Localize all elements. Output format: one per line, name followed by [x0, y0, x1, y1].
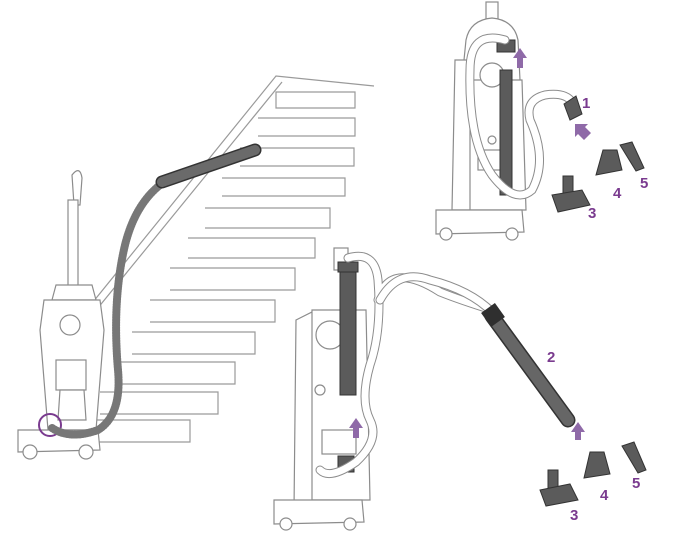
- top-right-scene: 1 3 4 5: [435, 1, 648, 241]
- stair-steps: [90, 91, 356, 443]
- extension-wand-bottom: [481, 303, 576, 428]
- hose-cuff-top: [563, 95, 583, 121]
- wand-stored-bottom: [339, 269, 357, 396]
- label-turbo-bottom: 3: [570, 507, 578, 524]
- turbo-brush-bottom: [539, 469, 579, 507]
- crevice-tool-top: [619, 141, 645, 172]
- label-dust-bottom: 4: [600, 487, 609, 504]
- crevice-tool-bottom: [621, 441, 647, 474]
- arrow-up-wand: [571, 422, 585, 440]
- dust-brush-top: [595, 149, 623, 176]
- label-crevice-top: 5: [640, 175, 648, 192]
- label-wand-bottom: 2: [547, 349, 555, 366]
- arrow-up-bottom: [349, 418, 363, 438]
- label-dust-top: 4: [613, 185, 622, 202]
- turbo-brush-top: [551, 175, 591, 213]
- bottom-scene: 2 3 4 5: [273, 247, 647, 531]
- hose-connection-highlight: [38, 413, 62, 437]
- hose-left: [48, 181, 164, 439]
- label-hose-top: 1: [582, 95, 590, 112]
- staircase-scene: [17, 75, 375, 460]
- arrow-diag-top: [575, 124, 591, 140]
- label-turbo-top: 3: [588, 205, 596, 222]
- arrow-up-top: [513, 48, 527, 68]
- vacuum-left: [17, 170, 105, 460]
- dust-brush-bottom: [583, 451, 611, 479]
- wand-stored-top: [499, 69, 513, 196]
- label-crevice-bottom: 5: [632, 475, 640, 492]
